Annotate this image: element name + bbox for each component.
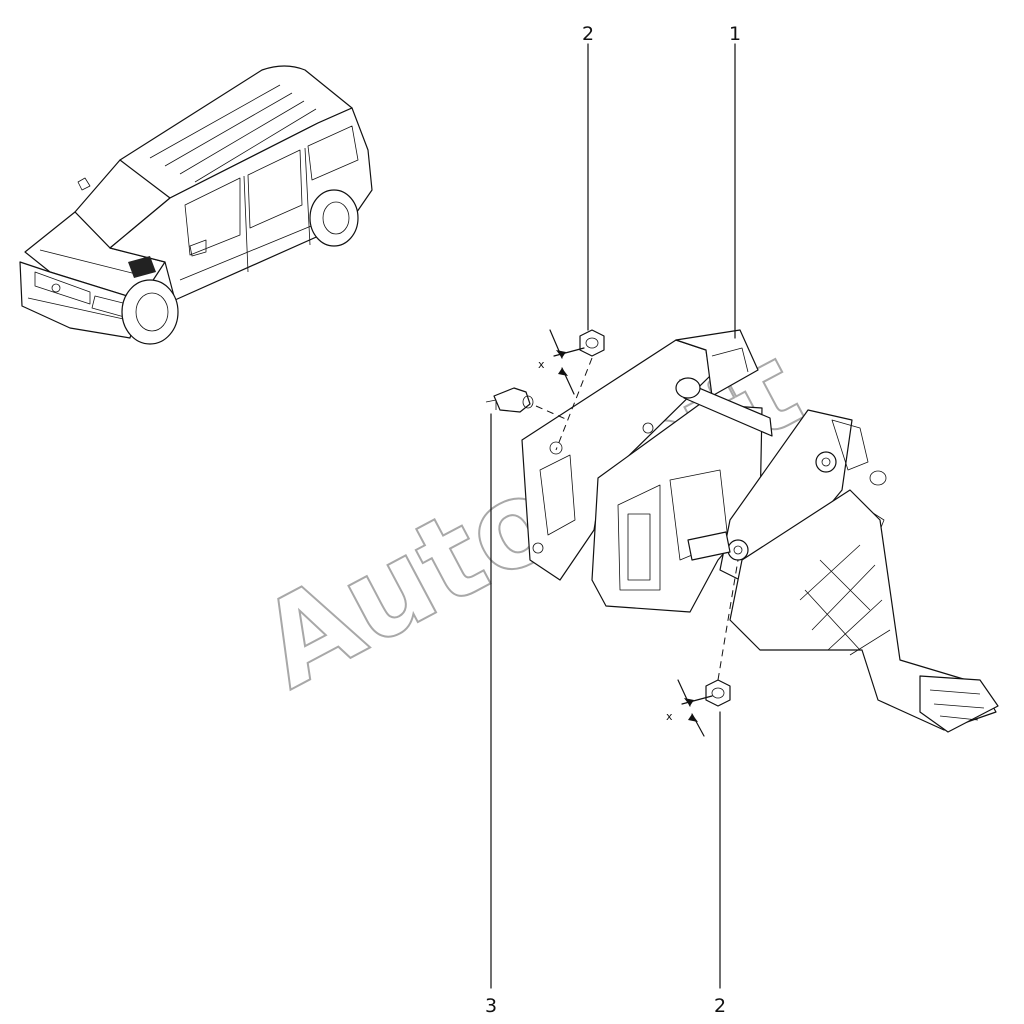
- pedal-box-assembly: [521, 329, 999, 733]
- assembly-line-clip: [535, 405, 569, 421]
- vehicle-illustration: [19, 65, 373, 345]
- assembly-line-upper: [555, 357, 593, 451]
- nut-upper: [579, 329, 605, 357]
- callout-3: 3: [485, 995, 497, 1017]
- callout-2-bottom: 2: [714, 995, 726, 1017]
- dimension-marker-upper: x: [538, 329, 585, 395]
- dimension-label-lower: x: [666, 710, 673, 723]
- nut-lower: [705, 679, 731, 707]
- dimension-label-upper: x: [538, 358, 545, 371]
- callout-2-top: 2: [582, 23, 594, 45]
- callout-1: 1: [729, 23, 741, 45]
- dimension-marker-lower: x: [666, 679, 713, 737]
- retaining-clip: [485, 387, 534, 413]
- assembly-line-lower: [717, 559, 739, 681]
